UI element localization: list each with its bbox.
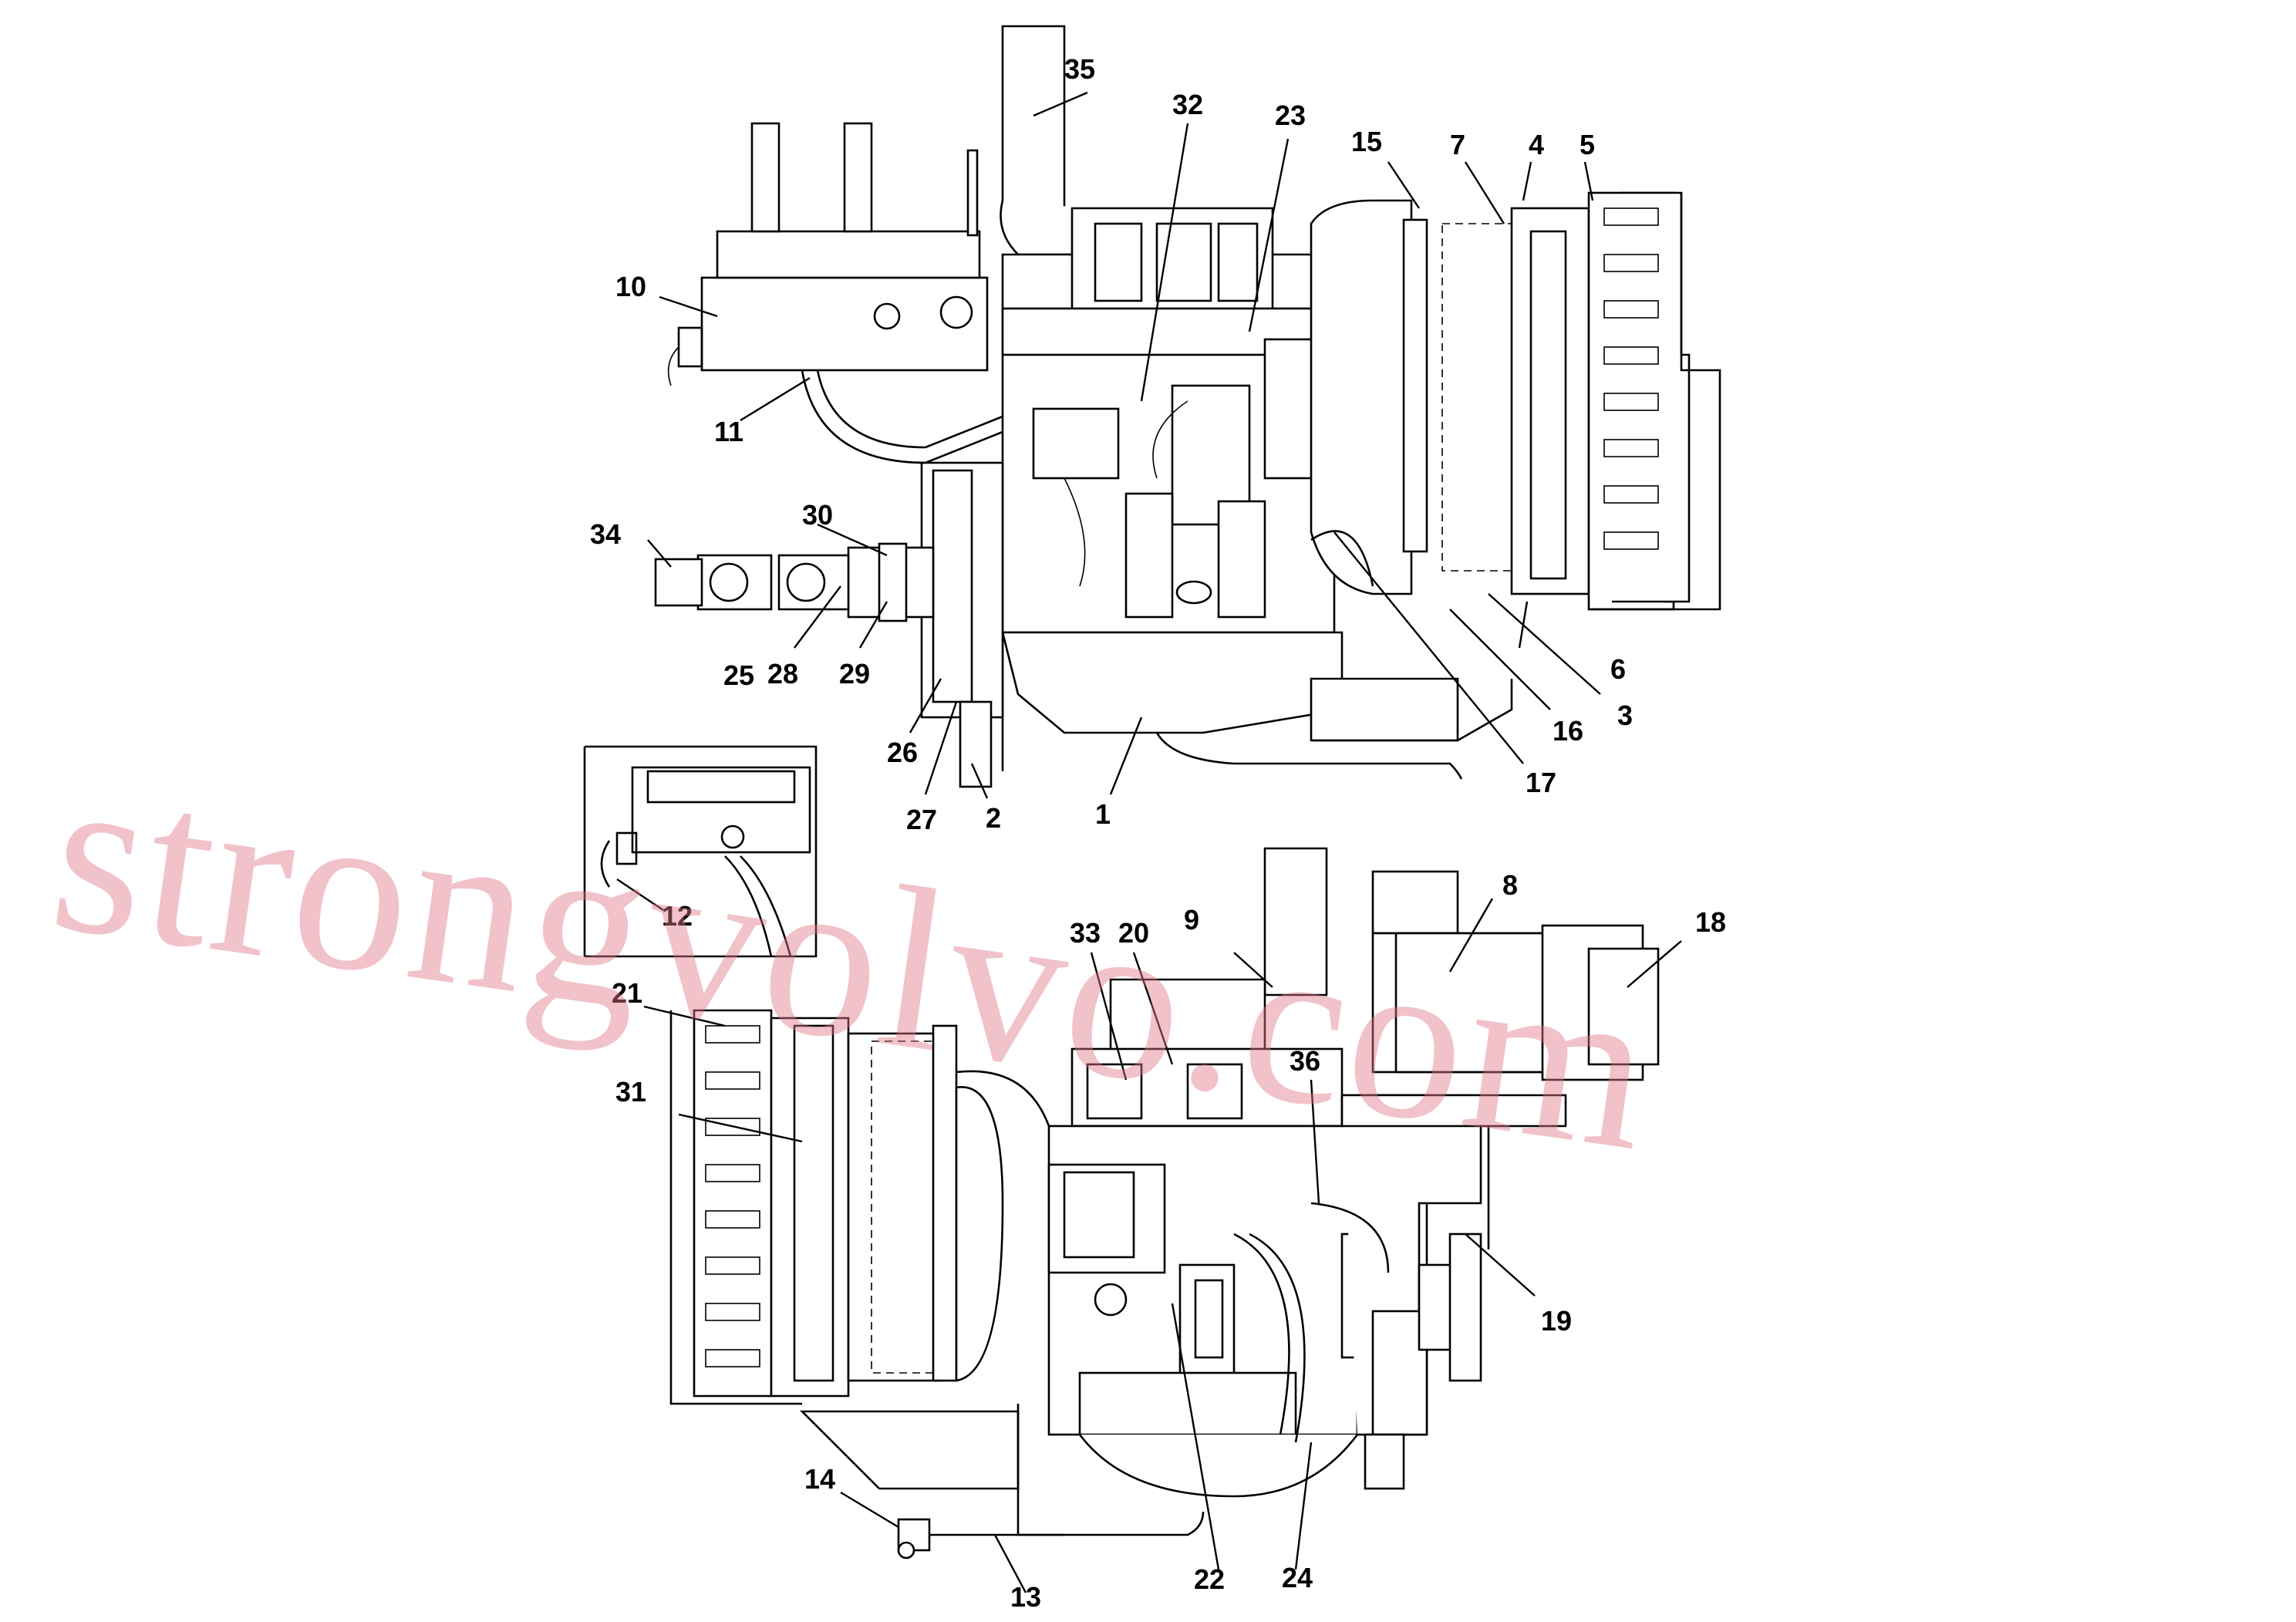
callout-30: 30 [802,499,833,531]
callout-31: 31 [615,1076,646,1108]
leader-lines [616,91,1682,1593]
callout-36: 36 [1290,1045,1320,1077]
callout-34: 34 [590,518,621,550]
callout-17: 17 [1526,767,1556,798]
callout-33: 33 [1070,917,1101,949]
callout-25: 25 [723,659,754,691]
callout-23: 23 [1275,99,1306,131]
callout-20: 20 [1118,917,1149,949]
callout-1: 1 [1095,798,1111,830]
callout-32: 32 [1172,89,1203,120]
callout-4: 4 [1529,129,1544,160]
callout-28: 28 [767,658,798,690]
callout-6: 6 [1610,653,1626,685]
callout-19: 19 [1541,1305,1572,1337]
callout-26: 26 [887,737,918,768]
callout-21: 21 [612,977,642,1009]
callout-12: 12 [662,900,693,932]
callout-13: 13 [1010,1581,1041,1613]
top-engine-view [654,25,1721,788]
callout-22: 22 [1194,1563,1225,1595]
callout-11: 11 [714,416,743,447]
callout-2: 2 [986,802,1001,834]
callout-24: 24 [1282,1562,1313,1593]
callout-9: 9 [1184,904,1199,936]
callout-8: 8 [1502,869,1518,901]
callout-7: 7 [1450,129,1465,160]
callout-3: 3 [1617,700,1633,731]
callout-labels: 35 32 23 15 7 4 5 10 11 30 34 25 28 29 2… [590,53,1726,1613]
callout-5: 5 [1580,129,1595,160]
callout-15: 15 [1351,126,1382,157]
inset-detail-view [583,745,818,958]
callout-14: 14 [804,1463,835,1495]
bottom-engine-view [669,847,1660,1560]
callout-35: 35 [1064,53,1095,85]
callout-18: 18 [1695,906,1726,938]
callout-27: 27 [906,804,937,835]
callout-10: 10 [615,271,646,302]
callout-16: 16 [1553,715,1583,747]
callout-29: 29 [839,658,870,690]
